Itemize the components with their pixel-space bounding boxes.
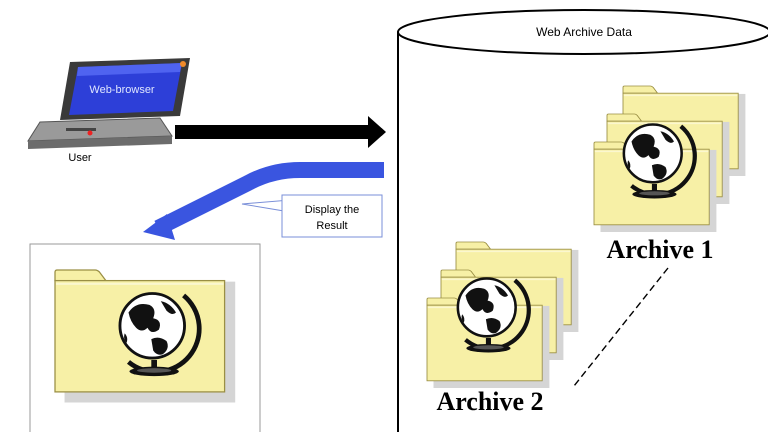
- laptop-screen-label: Web-browser: [89, 84, 155, 96]
- display-result-callout: Display the Result: [241, 194, 383, 238]
- callout-line-2: Result: [316, 220, 347, 232]
- archive-1-label: Archive 1: [606, 235, 713, 264]
- result-arrow: [143, 162, 384, 240]
- laptop-icon: Web-browser User: [27, 58, 190, 164]
- request-arrow: [175, 116, 386, 148]
- archive-2-label: Archive 2: [436, 387, 543, 416]
- archive-link-dashed: [573, 267, 669, 387]
- result-window: [29, 243, 261, 432]
- archive-1-stack: Archive 1: [593, 85, 747, 264]
- user-caption: User: [68, 152, 92, 164]
- archive-2-stack: Archive 2: [426, 241, 580, 416]
- callout-line-1: Display the: [305, 204, 359, 216]
- database-title: Web Archive Data: [536, 25, 632, 39]
